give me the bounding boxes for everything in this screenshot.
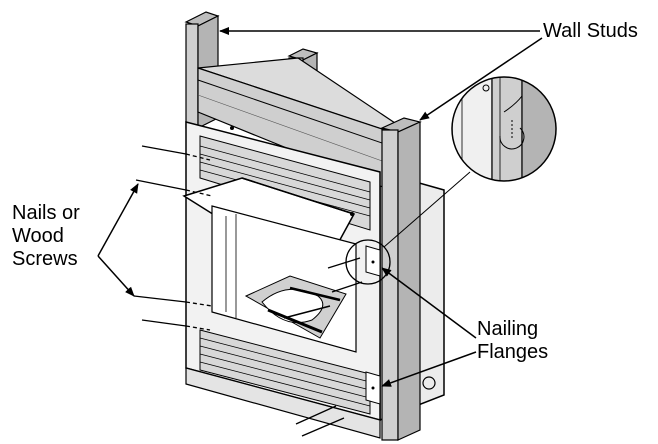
- nails-and-screws: [133, 145, 363, 437]
- arrow-nails-lower: [97, 255, 135, 297]
- detail-magnifier: [451, 76, 557, 182]
- arrow-flanges-upper: [381, 267, 477, 339]
- nails-label-line-2: Wood: [12, 225, 64, 247]
- wall-studs-label: Wall Studs: [543, 20, 638, 43]
- nails-or-wood-screws-label: Nails or Wood Screws: [12, 202, 80, 271]
- wall-studs-text: Wall Studs: [543, 20, 638, 42]
- fireplace-unit: [182, 121, 381, 439]
- right-wall-stud: [380, 117, 422, 441]
- nails-label-line-3: Screws: [12, 248, 78, 270]
- nailing-flanges-label: Nailing Flanges: [477, 318, 548, 364]
- leader-arrows: [97, 27, 543, 387]
- arrow-nails-upper: [97, 183, 139, 257]
- nails-label-line-1: Nails or: [12, 202, 80, 224]
- flanges-label-line-2: Flanges: [477, 341, 549, 363]
- arrow-wall-studs-right: [419, 37, 543, 121]
- arrow-flanges-lower: [381, 351, 477, 387]
- nailing-flanges: [365, 245, 381, 405]
- detail-callout: [345, 171, 471, 285]
- flanges-label-line-1: Nailing: [477, 318, 539, 340]
